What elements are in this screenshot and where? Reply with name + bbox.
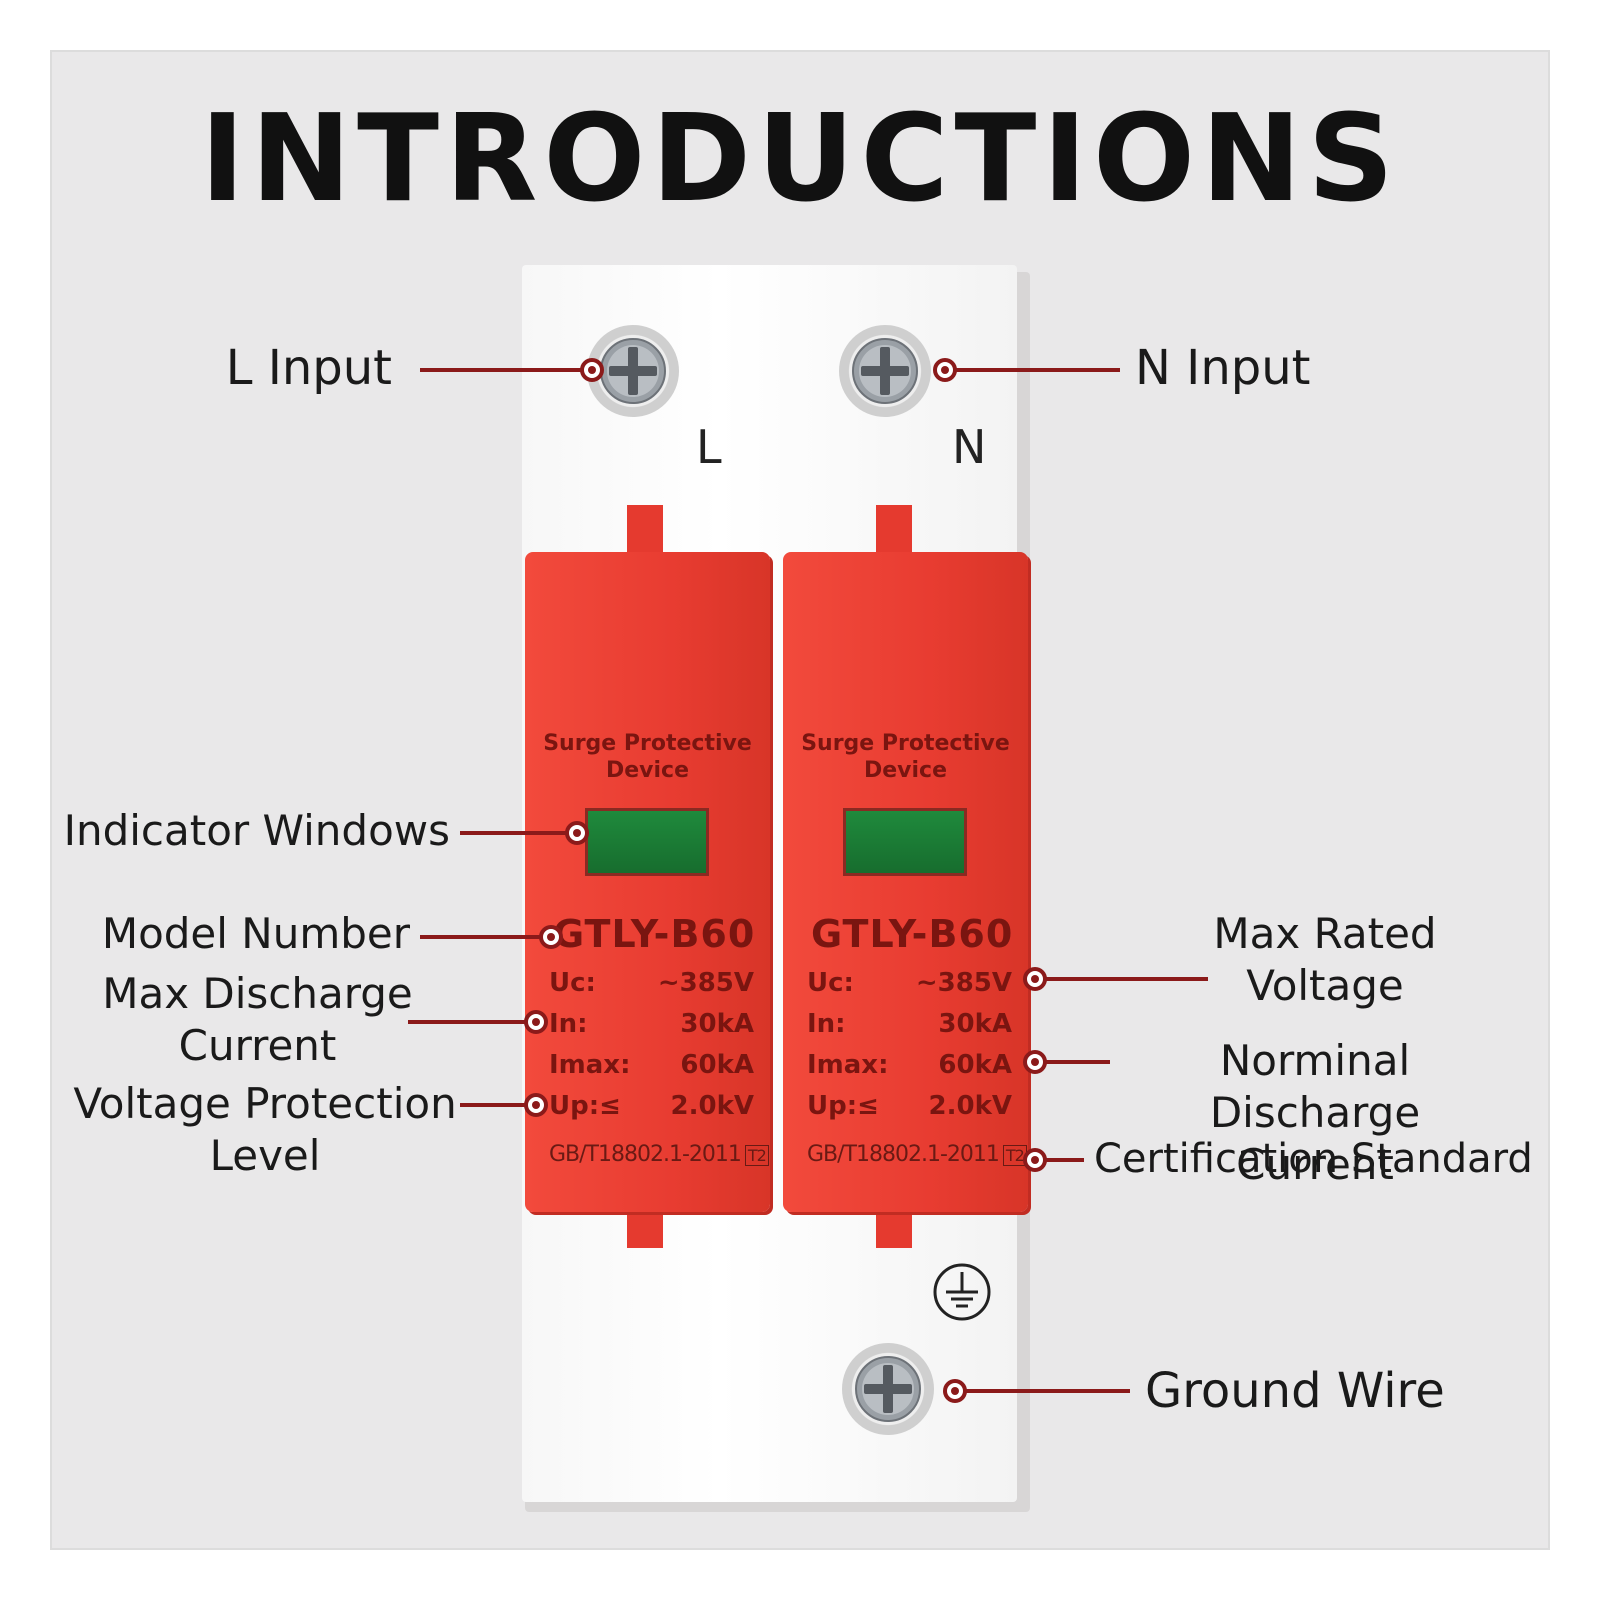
screw-icon: [839, 325, 931, 417]
screw-head-icon: [852, 338, 918, 404]
standard-code: GB/T18802.1-2011: [807, 1142, 1000, 1167]
callout-max-discharge-line2: Current: [178, 1021, 337, 1070]
spec-key: Imax:: [549, 1050, 631, 1080]
module-top-tab: [627, 505, 663, 553]
callout-max-rated-voltage: Max Rated Voltage: [1180, 908, 1470, 1012]
screw-head-icon: [855, 1356, 921, 1422]
spec-value: ~385V: [657, 968, 754, 998]
module-heading-line1: Surge Protective: [543, 731, 752, 756]
screw-icon: [842, 1343, 934, 1435]
spec-value: 30kA: [680, 1009, 754, 1039]
spec-key: Up:≤: [549, 1091, 621, 1121]
indicator-window: [585, 808, 709, 876]
standard-code: GB/T18802.1-2011: [549, 1142, 742, 1167]
standard-class-badge: T2: [744, 1144, 769, 1166]
model-number: GTLY-B60: [553, 912, 756, 956]
callout-n-input: N Input: [1135, 340, 1311, 396]
callout-model-number: Model Number: [101, 909, 410, 958]
module-heading-line2: Device: [605, 758, 690, 783]
callout-max-discharge: Max Discharge Current: [90, 968, 425, 1072]
callout-nominal-discharge: Norminal Discharge Current: [1115, 1035, 1515, 1191]
callout-ground-wire: Ground Wire: [1145, 1363, 1445, 1419]
callout-nominal-discharge-line2: Current: [1236, 1140, 1394, 1189]
indicator-window: [843, 808, 967, 876]
spec-value: 2.0kV: [670, 1091, 754, 1121]
spec-value: 2.0kV: [928, 1091, 1012, 1121]
screw-head-icon: [600, 338, 666, 404]
callout-l-input: L Input: [225, 340, 392, 396]
spec-value: 30kA: [938, 1009, 1012, 1039]
model-number: GTLY-B60: [811, 912, 1014, 956]
callout-max-discharge-line1: Max Discharge: [102, 969, 413, 1018]
spec-key: Imax:: [807, 1050, 889, 1080]
module-heading: Surge Protective Device: [525, 730, 770, 784]
protection-module-right: Surge Protective Device GTLY-B60 Uc: ~38…: [783, 552, 1028, 1212]
spec-key: Uc:: [549, 968, 596, 998]
spec-value: ~385V: [915, 968, 1012, 998]
module-top-tab: [876, 505, 912, 553]
page-title: INTRODUCTIONS: [200, 90, 1400, 229]
module-heading-line2: Device: [863, 758, 948, 783]
terminal-n-marking: N: [952, 420, 987, 474]
spec-key: In:: [807, 1009, 846, 1039]
terminal-l-marking: L: [696, 420, 722, 474]
callout-voltage-protection: Voltage Protection Level: [70, 1078, 460, 1182]
spec-key: In:: [549, 1009, 588, 1039]
callout-indicator-windows: Indicator Windows: [63, 806, 450, 855]
module-heading: Surge Protective Device: [783, 730, 1028, 784]
callout-voltage-protection-line1: Voltage Protection: [73, 1079, 457, 1128]
callout-nominal-discharge-line1: Norminal Discharge: [1209, 1036, 1421, 1137]
protection-module-left: Surge Protective Device GTLY-B60 Uc: ~38…: [525, 552, 770, 1212]
callout-certification-standard: Certification Standard: [1094, 1136, 1533, 1182]
spec-key: Uc:: [807, 968, 854, 998]
ground-symbol-icon: [933, 1263, 991, 1321]
spec-value: 60kA: [938, 1050, 1012, 1080]
callout-voltage-protection-line2: Level: [209, 1131, 321, 1180]
callout-max-rated-line1: Max Rated: [1213, 909, 1437, 958]
spec-key: Up:≤: [807, 1091, 879, 1121]
spec-value: 60kA: [680, 1050, 754, 1080]
module-heading-line1: Surge Protective: [801, 731, 1010, 756]
callout-max-rated-line2: Voltage: [1246, 961, 1404, 1010]
